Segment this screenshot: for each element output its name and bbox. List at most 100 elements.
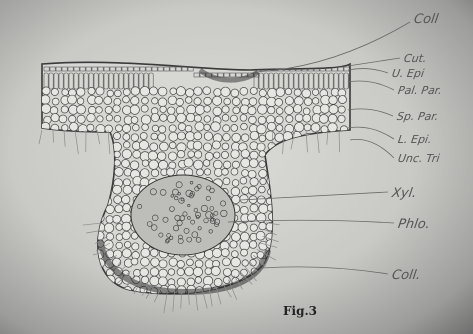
- parenchyma-cell: [284, 214, 293, 223]
- parenchyma-cell: [223, 268, 231, 276]
- parenchyma-cell: [230, 241, 237, 248]
- parenchyma-cell: [242, 170, 249, 177]
- parenchyma-cell: [168, 96, 177, 105]
- parenchyma-cell: [205, 152, 213, 160]
- parenchyma-cell: [193, 267, 202, 276]
- parenchyma-cell: [323, 268, 329, 274]
- parenchyma-cell: [214, 89, 222, 97]
- parenchyma-cell: [321, 259, 328, 266]
- parenchyma-cell: [241, 123, 248, 130]
- parenchyma-cell: [187, 278, 195, 286]
- parenchyma-cell: [114, 160, 121, 167]
- parenchyma-cell: [68, 187, 75, 194]
- parenchyma-cell: [41, 152, 49, 160]
- parenchyma-cell: [104, 240, 113, 249]
- parenchyma-cell: [78, 240, 85, 247]
- parenchyma-cell: [322, 133, 329, 140]
- parenchyma-cell: [256, 231, 265, 240]
- parenchyma-cell: [51, 113, 59, 121]
- parenchyma-cell: [294, 89, 301, 96]
- parenchyma-cell: [67, 213, 76, 222]
- parenchyma-cell: [259, 169, 267, 177]
- parenchyma-cell: [339, 278, 347, 286]
- parenchyma-cell: [312, 225, 319, 232]
- parenchyma-cell: [231, 89, 239, 97]
- parenchyma-cell: [140, 169, 149, 178]
- parenchyma-cell: [115, 125, 122, 132]
- parenchyma-cell: [160, 106, 166, 112]
- parenchyma-cell: [177, 260, 184, 267]
- parenchyma-cell: [130, 105, 139, 114]
- parenchyma-cell: [43, 205, 52, 214]
- parenchyma-cell: [314, 216, 321, 223]
- parenchyma-cell: [339, 153, 345, 159]
- parenchyma-cell: [158, 277, 167, 286]
- parenchyma-cell: [123, 89, 130, 96]
- parenchyma-cell: [293, 142, 301, 150]
- parenchyma-cell: [52, 98, 59, 105]
- parenchyma-cell: [124, 241, 131, 248]
- parenchyma-cell: [62, 125, 68, 131]
- parenchyma-cell: [78, 277, 85, 284]
- parenchyma-cell: [152, 98, 158, 104]
- parenchyma-cell: [59, 167, 69, 177]
- parenchyma-cell: [69, 232, 77, 240]
- parenchyma-cell: [69, 267, 78, 276]
- parenchyma-cell: [87, 151, 95, 159]
- parenchyma-cell: [60, 251, 67, 258]
- parenchyma-cell: [338, 215, 347, 224]
- parenchyma-cell: [88, 106, 96, 114]
- parenchyma-cell: [276, 185, 285, 194]
- parenchyma-cell: [43, 196, 51, 204]
- parenchyma-cell: [67, 205, 76, 214]
- parenchyma-cell: [42, 142, 49, 149]
- parenchyma-cell: [338, 198, 345, 205]
- parenchyma-cell: [293, 188, 302, 197]
- parenchyma-cell: [249, 98, 257, 106]
- parenchyma-cell: [51, 141, 60, 150]
- parenchyma-cell: [203, 160, 210, 167]
- parenchyma-cell: [130, 161, 139, 170]
- parenchyma-cell: [330, 186, 338, 194]
- parenchyma-cell: [140, 86, 150, 96]
- parenchyma-cell: [320, 104, 329, 113]
- parenchyma-cell: [287, 187, 293, 193]
- parenchyma-cell: [275, 170, 283, 178]
- parenchyma-cell: [160, 114, 167, 121]
- parenchyma-cell: [78, 260, 85, 267]
- parenchyma-cell: [185, 125, 192, 132]
- parenchyma-cell: [311, 268, 320, 277]
- parenchyma-cell: [284, 149, 293, 158]
- parenchyma-cell: [268, 168, 277, 177]
- parenchyma-cell: [322, 196, 329, 203]
- parenchyma-cell: [285, 88, 291, 94]
- label-xylem: Xyl.: [391, 186, 417, 201]
- parenchyma-cell: [115, 278, 122, 285]
- parenchyma-cell: [285, 286, 292, 293]
- parenchyma-cell: [60, 159, 69, 168]
- parenchyma-cell: [241, 134, 249, 142]
- parenchyma-cell: [329, 225, 336, 232]
- parenchyma-cell: [68, 142, 75, 149]
- parenchyma-cell: [195, 105, 204, 114]
- parenchyma-cell: [105, 125, 113, 133]
- parenchyma-cell: [194, 132, 202, 140]
- parenchyma-cell: [328, 123, 337, 132]
- parenchyma-cell: [311, 249, 319, 257]
- parenchyma-cell: [231, 125, 238, 132]
- parenchyma-cell: [42, 285, 51, 294]
- parenchyma-cell: [51, 160, 60, 169]
- parenchyma-cell: [122, 160, 130, 168]
- parenchyma-cell: [43, 232, 50, 239]
- parenchyma-cell: [341, 205, 348, 212]
- parenchyma-cell: [240, 232, 249, 241]
- parenchyma-cell: [77, 98, 84, 105]
- figure-caption: Fig.3: [283, 304, 317, 318]
- parenchyma-cell: [86, 258, 96, 268]
- parenchyma-cell: [149, 160, 159, 170]
- parenchyma-cell: [232, 180, 239, 187]
- parenchyma-cell: [151, 258, 160, 267]
- parenchyma-cell: [88, 178, 97, 187]
- parenchyma-cell: [250, 151, 258, 159]
- parenchyma-cell: [151, 169, 159, 177]
